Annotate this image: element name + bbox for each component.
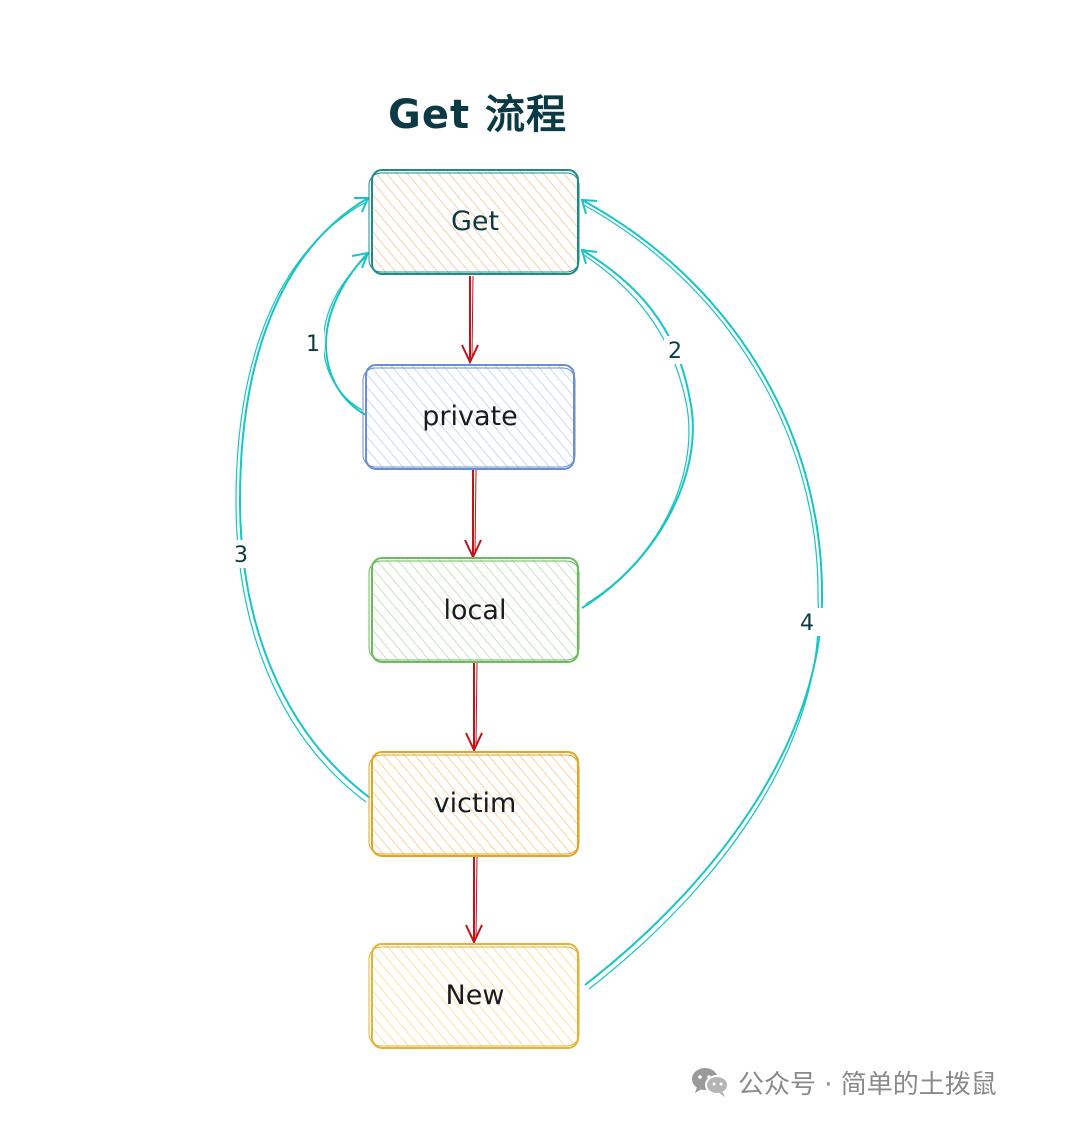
node-label-new: New <box>446 980 505 1011</box>
node-label-get: Get <box>451 206 499 237</box>
watermark: 公众号 · 简单的土拨鼠 <box>690 1062 997 1102</box>
return-edge-3 <box>235 197 371 803</box>
edge-label-3: 3 <box>234 543 248 568</box>
node-victim: victim <box>368 751 580 857</box>
flow-arrow-local-victim <box>465 662 483 753</box>
edge-label-bg <box>796 608 824 636</box>
edge-label-bg <box>664 336 690 364</box>
node-label-victim: victim <box>434 788 517 819</box>
wechat-icon <box>690 1066 730 1098</box>
node-private: private <box>362 364 576 470</box>
return-edge-4 <box>580 198 824 990</box>
edge-label-2: 2 <box>668 339 682 364</box>
return-edge-1 <box>322 251 370 416</box>
flow-arrow-victim-new <box>465 856 483 945</box>
edge-label-4: 4 <box>800 611 814 636</box>
flow-arrow-private-local <box>464 469 482 560</box>
node-new: New <box>368 943 580 1049</box>
diagram-title: Get 流程 <box>388 92 568 138</box>
node-label-private: private <box>422 401 517 432</box>
edge-label-bg <box>230 540 256 568</box>
return-edge-2 <box>580 248 694 609</box>
node-get: Get <box>368 169 580 275</box>
watermark-text: 公众号 · 简单的土拨鼠 <box>738 1069 997 1100</box>
node-label-local: local <box>444 595 507 626</box>
node-local: local <box>368 557 580 663</box>
edge-label-1: 1 <box>306 332 320 357</box>
edge-label-bg <box>302 330 324 356</box>
flow-arrow-get-private <box>461 275 479 365</box>
